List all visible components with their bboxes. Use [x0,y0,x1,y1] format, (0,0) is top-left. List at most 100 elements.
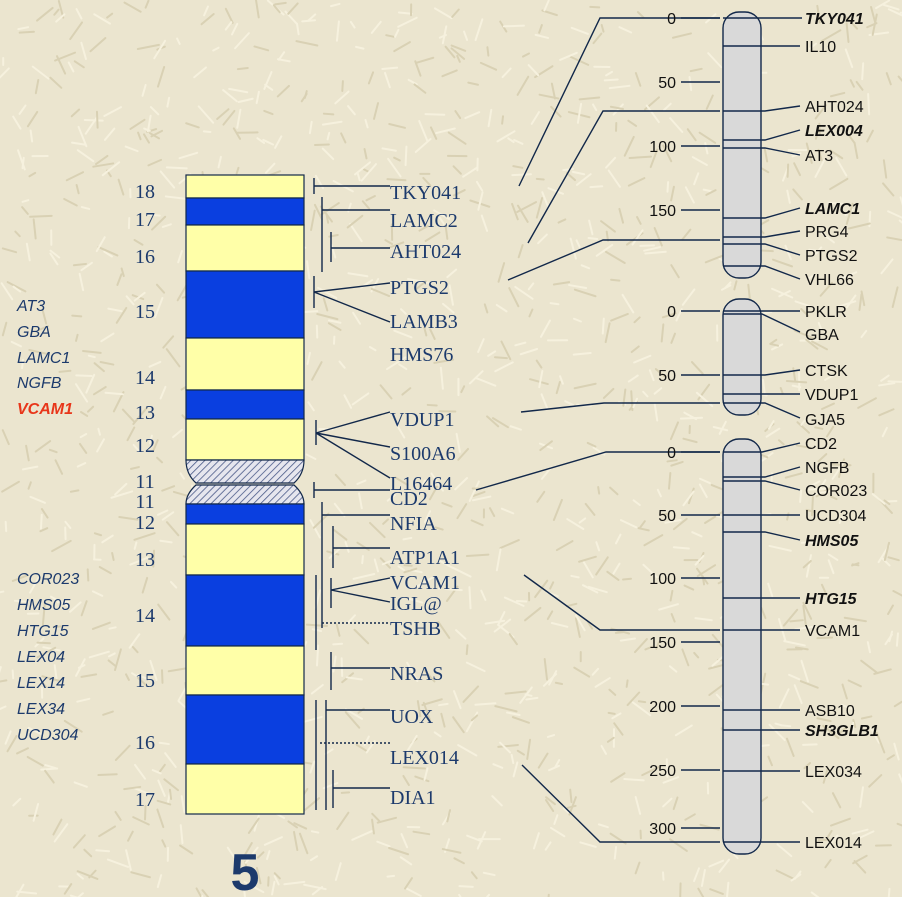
band-p17 [186,198,304,225]
linkage-group-3: 0 50 100 150 200 250 300 CD2 NGFB COR023… [649,436,879,854]
map-marker: GJA5 [805,412,845,429]
linkage-group-2: 0 50 PKLR GBA CTSK VDUP1 GJA5 [658,299,858,429]
map-marker: AHT024 [805,99,864,116]
band-label: 12 [135,512,155,534]
band-label: 13 [135,549,155,571]
band-labels-lower: 11 12 13 14 15 16 17 [135,491,155,811]
linkage-bar [723,299,761,415]
gene-item: LEX14 [17,675,65,692]
linkage-bar [723,12,761,278]
band-label: 16 [135,246,155,268]
band-label: 13 [135,402,155,424]
scale-label: 0 [667,304,676,321]
map-marker: GBA [805,327,839,344]
gene-item: LEX04 [17,649,65,666]
gene-item: COR023 [17,571,79,588]
band-p16 [186,225,304,271]
marker-label: AHT024 [390,241,461,263]
map-marker: TKY041 [805,11,864,28]
band-p15 [186,271,304,338]
linkage-bar [723,439,761,854]
marker-label: LEX014 [390,747,459,769]
scale-label: 50 [658,368,676,385]
map-marker: AT3 [805,148,833,165]
scale-label: 100 [649,571,676,588]
band-label: 11 [135,471,154,493]
marker-label: S100A6 [390,443,456,465]
band-label: 18 [135,181,155,203]
band-label: 17 [135,789,155,811]
left-gene-list-bottom: COR023 HMS05 HTG15 LEX04 LEX14 LEX34 UCD… [17,571,79,744]
band-p13 [186,390,304,419]
map-marker: HTG15 [805,591,858,608]
marker-label: LAMC2 [390,210,458,232]
marker-label: HMS76 [390,344,453,366]
map-marker: VHL66 [805,272,854,289]
scale-label: 250 [649,763,676,780]
map-marker: LEX004 [805,123,863,140]
marker-label: ATP1A1 [390,547,460,569]
band-q12 [186,504,304,524]
marker-label: VDUP1 [390,409,454,431]
correspondence-lines [476,18,720,842]
map-marker: COR023 [805,483,867,500]
left-gene-list-top: AT3 GBA LAMC1 NGFB VCAM1 [16,298,73,418]
band-q15 [186,646,304,695]
band-label: 14 [135,605,155,627]
band-label: 15 [135,301,155,323]
chromosome-ideogram [186,175,304,814]
linkage-group-1: 0 50 100 150 TKY041 IL10 AHT024 LEX004 A… [649,11,864,289]
band-label: 14 [135,367,155,389]
marker-label: DIA1 [390,787,436,809]
scale-label: 0 [667,11,676,28]
map-marker: UCD304 [805,508,866,525]
map-marker: LAMC1 [805,201,860,218]
map-marker: SH3GLB1 [805,723,879,740]
map-marker: CD2 [805,436,837,453]
band-label: 17 [135,209,155,231]
band-q16 [186,695,304,764]
scale-label: 0 [667,445,676,462]
gene-item-highlighted: VCAM1 [17,401,73,418]
gene-item: AT3 [16,298,45,315]
map-marker: VDUP1 [805,387,858,404]
scale-label: 50 [658,75,676,92]
gene-item: LAMC1 [17,350,70,367]
marker-label: NFIA [390,513,437,535]
marker-brackets [314,178,390,810]
map-marker: PKLR [805,304,847,321]
band-label: 12 [135,435,155,457]
band-q14 [186,575,304,646]
marker-label: VCAM1 [390,572,460,594]
band-q17 [186,764,304,814]
map-marker: PRG4 [805,224,849,241]
map-marker: IL10 [805,39,836,56]
gene-item: GBA [17,324,51,341]
band-q13 [186,524,304,575]
map-marker: LEX014 [805,835,862,852]
scale-label: 150 [649,203,676,220]
map-marker: HMS05 [805,533,859,550]
map-marker: ASB10 [805,703,855,720]
band-label: 15 [135,670,155,692]
band-label: 16 [135,732,155,754]
gene-item: LEX34 [17,701,65,718]
gene-item: HTG15 [17,623,69,640]
map-marker: CTSK [805,363,848,380]
gene-item: UCD304 [17,727,78,744]
marker-label: CD2 [390,488,428,510]
scale-label: 100 [649,139,676,156]
marker-label: PTGS2 [390,277,449,299]
gene-item: HMS05 [17,597,70,614]
gene-item: NGFB [17,375,62,392]
map-marker: LEX034 [805,764,862,781]
centromere-upper [186,460,304,483]
scale-label: 50 [658,508,676,525]
marker-label: NRAS [390,663,443,685]
marker-label: IGL@ [390,593,442,615]
chromosome-marker-labels: TKY041 LAMC2 AHT024 PTGS2 LAMB3 HMS76 VD… [390,182,461,809]
band-p12 [186,419,304,460]
marker-label: UOX [390,706,434,728]
band-label: 11 [135,491,154,513]
scale-label: 200 [649,699,676,716]
